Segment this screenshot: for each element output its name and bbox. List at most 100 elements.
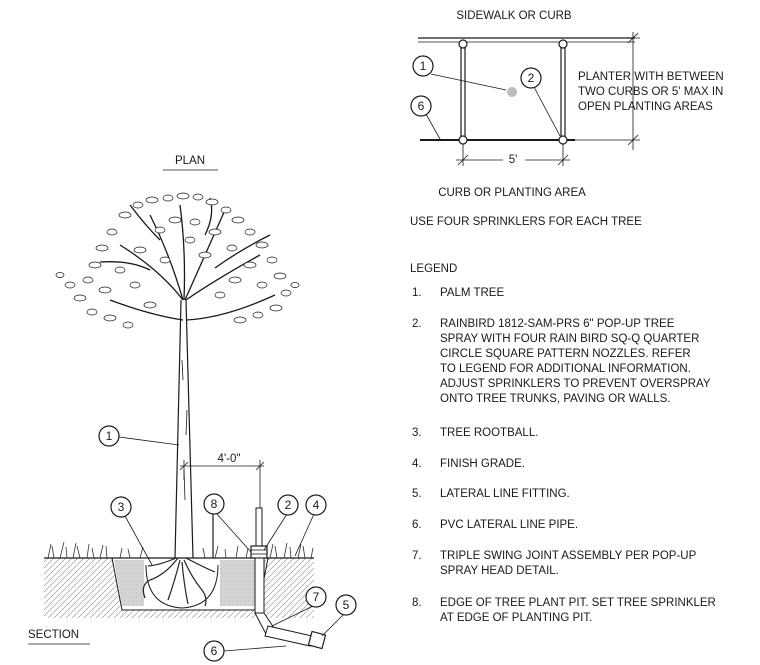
leader-line (321, 613, 345, 637)
lateral-line-fitting (307, 630, 327, 650)
callout-bubble-7 (305, 586, 327, 608)
legend-text: SPRAY HEAD DETAIL. (440, 565, 559, 577)
legend-number: 4. (412, 458, 422, 470)
tree-roots (142, 557, 216, 607)
legend-number: 2. (412, 318, 422, 330)
trunk-bark (181, 359, 188, 501)
tree-branches (99, 197, 276, 321)
plan-dimension: 5' (509, 154, 518, 166)
legend-text: TRIPLE SWING JOINT ASSEMBLY PER POP-UP (440, 550, 697, 562)
legend-text: RAINBIRD 1812-SAM-PRS 6" POP-UP TREE (440, 318, 675, 330)
legend-text: TREE ROOTBALL. (440, 427, 538, 439)
legend-text: FINISH GRADE. (440, 458, 525, 470)
legend-text: EDGE OF TREE PLANT PIT. SET TREE SPRINKL… (440, 597, 716, 609)
legend-number: 3. (412, 427, 422, 439)
callout-bubble-1 (98, 425, 120, 447)
legend-text: SPRAY WITH FOUR RAIN BIRD SQ-Q QUARTER (440, 333, 699, 345)
dim-text-bg (503, 152, 525, 166)
legend-title: LEGEND (410, 263, 457, 275)
callout-number: 3 (118, 500, 125, 514)
legend-text: PALM TREE (440, 287, 504, 299)
legend-number: 6. (412, 519, 422, 531)
leader-line (271, 605, 314, 627)
legend-text: CIRCLE SQUARE PATTERN NOZZLES. REFER (440, 348, 691, 360)
legend-number: 1. (412, 287, 422, 299)
backfill-soil (114, 560, 144, 606)
plan-top-label: SIDEWALK OR CURB (456, 10, 572, 22)
dim-tick (255, 461, 265, 471)
section-view: 4'-0" 1 2 3 4 5 6 7 8 (44, 192, 357, 662)
tree-canopy (55, 192, 300, 329)
sprinkler-body (250, 545, 268, 559)
callout-number: 2 (285, 498, 292, 512)
legend-item: 4. FINISH GRADE. (412, 458, 525, 470)
sprinkler-head (558, 39, 568, 49)
dim-tick (457, 154, 469, 166)
legend-text: ONTO TREE TRUNKS, PAVING OR WALLS. (440, 393, 670, 405)
callout-number: 1 (420, 59, 427, 73)
callout-bubble-8 (203, 493, 225, 515)
leader-line (124, 515, 153, 566)
legend-text: TO LEGEND FOR ADDITIONAL INFORMATION. (440, 363, 691, 375)
leader-line (223, 645, 287, 652)
callout-bubble-4 (305, 494, 327, 516)
callout-number: 1 (106, 429, 113, 443)
legend-item: 2. RAINBIRD 1812-SAM-PRS 6" POP-UP TREE … (412, 318, 711, 405)
sprinkler-head (458, 39, 468, 49)
dim-tick (627, 32, 639, 44)
legend-list: 1. PALM TREE 2. RAINBIRD 1812-SAM-PRS 6"… (412, 287, 716, 624)
callout-number: 6 (211, 644, 218, 658)
grass-texture (47, 541, 314, 559)
legend-item: 5. LATERAL LINE FITTING. (412, 488, 570, 500)
planter-note-line: OPEN PLANTING AREAS (578, 101, 713, 113)
legend-text: ADJUST SPRINKLERS TO PREVENT OVERSPRAY (440, 378, 711, 390)
leader-line (294, 513, 315, 557)
leader-line (533, 86, 561, 137)
callout-number: 2 (528, 71, 535, 85)
callout-bubble-2 (520, 67, 542, 89)
callout-bubble-6 (203, 640, 225, 662)
callout-number: 8 (211, 497, 218, 511)
callout-bubble-2 (277, 494, 299, 516)
sprinkler-note: USE FOUR SPRINKLERS FOR EACH TREE (410, 216, 642, 228)
dim-tick (179, 461, 189, 471)
leader-line (263, 513, 288, 551)
plan-title: PLAN (175, 155, 205, 167)
tree-trunk (174, 299, 194, 559)
legend-text: AT EDGE OF PLANTING PIT. (440, 612, 592, 624)
callout-number: 5 (343, 598, 350, 612)
legend-number: 5. (412, 488, 422, 500)
plan-view: SIDEWALK OR CURB PLANTER WITH BETWEEN TW… (410, 10, 724, 199)
legend-item: 6. PVC LATERAL LINE PIPE. (412, 519, 578, 531)
callout-number: 7 (313, 590, 320, 604)
lateral-pipe (264, 625, 313, 647)
legend-number: 8. (412, 597, 422, 609)
plan-bottom-label: CURB OR PLANTING AREA (438, 187, 586, 199)
callout-bubble-5 (335, 594, 357, 616)
legend-text: LATERAL LINE FITTING. (440, 488, 570, 500)
leader-line (430, 73, 507, 91)
legend-text: PVC LATERAL LINE PIPE. (440, 519, 578, 531)
callout-bubble-1 (412, 55, 434, 77)
leader-line (215, 512, 252, 553)
leader-line (425, 113, 441, 140)
callout-number: 6 (418, 99, 425, 113)
callout-bubble-3 (110, 496, 132, 518)
callout-bubble-6 (410, 95, 432, 117)
leader-line (118, 436, 180, 446)
pop-up-riser (255, 507, 263, 547)
section-title: SECTION (28, 629, 79, 641)
section-dimension: 4'-0" (218, 453, 241, 465)
callout-number: 4 (313, 498, 320, 512)
legend-item: 8. EDGE OF TREE PLANT PIT. SET TREE SPRI… (412, 597, 716, 624)
planter-note-line: PLANTER WITH BETWEEN (578, 71, 724, 83)
dim-tick (557, 154, 569, 166)
legend-item: 3. TREE ROOTBALL. (412, 427, 538, 439)
swing-joint-riser (254, 557, 265, 614)
legend-item: 7. TRIPLE SWING JOINT ASSEMBLY PER POP-U… (412, 550, 697, 577)
palm-tree-symbol (507, 87, 517, 97)
planter-note: PLANTER WITH BETWEEN TWO CURBS OR 5' MAX… (578, 71, 724, 113)
legend-number: 7. (412, 550, 422, 562)
planter-note-line: TWO CURBS OR 5' MAX IN (578, 86, 723, 98)
